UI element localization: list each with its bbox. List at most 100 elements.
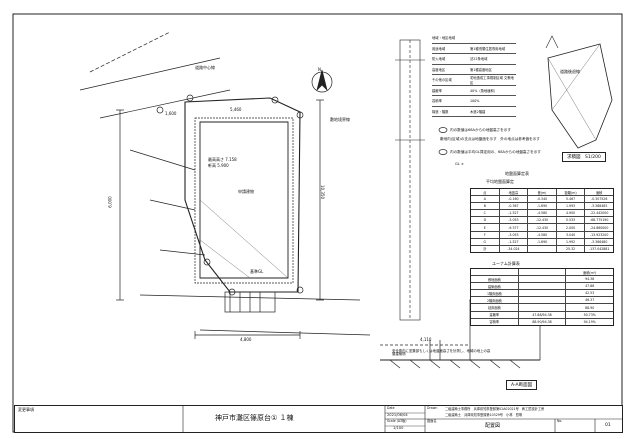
eave-height-label: 軒高 5.900 bbox=[208, 163, 229, 168]
table-cell: -4.580 bbox=[528, 231, 557, 238]
table-cell bbox=[519, 269, 567, 276]
table-cell: 88.90 bbox=[585, 305, 595, 310]
info-row: 防火地域法22条地域 bbox=[432, 54, 516, 65]
info-row: 地域・地区地域 bbox=[432, 33, 516, 44]
table-cell bbox=[528, 245, 557, 252]
table-cell: G bbox=[471, 238, 500, 245]
table-cell: -22.442000 bbox=[589, 211, 609, 216]
road-label: 道路中心線 bbox=[195, 65, 215, 70]
table-cell: E bbox=[471, 224, 500, 231]
table-cell: 距離(m) bbox=[557, 189, 586, 196]
info-row: 高度地区第1種高度地区 bbox=[432, 65, 516, 75]
table-cell: -0.340 bbox=[528, 196, 557, 203]
table-cell: -1.690 bbox=[528, 203, 557, 210]
table-cell: 50.73% bbox=[583, 312, 596, 317]
table-cell: -4.580 bbox=[528, 210, 557, 217]
table-cell: -12.430 bbox=[528, 224, 557, 231]
date-label: Date bbox=[387, 406, 395, 410]
legend-item-3: 内の数値は平均GL算定用の、68Aからの地盤高さを示す bbox=[450, 150, 541, 154]
scale-value: 1/100 bbox=[393, 425, 404, 430]
table-cell: 1.992 bbox=[557, 238, 586, 245]
table-cell: -3.053 bbox=[500, 217, 529, 224]
table-cell: -0.367 bbox=[500, 203, 529, 210]
table-cell: C bbox=[471, 210, 500, 217]
table-cell: 5.467 bbox=[557, 196, 586, 203]
area-table-title: ユーナム計算表 bbox=[492, 261, 520, 266]
table-cell: -68.775190 bbox=[589, 218, 609, 223]
table-cell: 建築面積 bbox=[471, 283, 519, 290]
key-plan bbox=[545, 35, 613, 149]
table-cell: 点 bbox=[471, 189, 500, 196]
table-row: 2階床面積 46.37 bbox=[471, 297, 613, 305]
table-cell: 46.37 bbox=[585, 298, 595, 303]
drawing-label: 図面名 bbox=[427, 419, 437, 423]
no-label: No. bbox=[557, 419, 563, 423]
table-cell: -1.527 bbox=[500, 210, 529, 217]
table-cell: -0.160 bbox=[500, 196, 529, 203]
table-cell: 3.040 bbox=[557, 231, 586, 238]
table-cell: 2階床面積 bbox=[471, 297, 519, 304]
legend-note: GL ± bbox=[455, 162, 464, 166]
table-cell bbox=[519, 297, 567, 304]
date-value: 2021/06/04 bbox=[387, 412, 408, 417]
table-cell: 4.900 bbox=[557, 210, 586, 217]
dim-left: 6,000 bbox=[107, 196, 113, 208]
legend-item-2: 敷地内(区域)の支点は地盤面を示す 外の地点は参考値を示す bbox=[440, 137, 540, 141]
table-cell: 延床面積 bbox=[471, 304, 519, 311]
table-row: 建築面積 47.88 bbox=[471, 283, 613, 291]
table-cell: -1.690 bbox=[528, 238, 557, 245]
table-cell: 47.88 bbox=[585, 284, 595, 289]
drawn-label: Drawn bbox=[427, 406, 438, 410]
hatch-note: 安全角内に密集部もしくは地盤面高さを計測し、地域の地上の高層建築物 bbox=[392, 349, 491, 357]
table-cell: -3.053 bbox=[500, 231, 529, 238]
table-row: 延床面積 88.90 bbox=[471, 304, 613, 312]
table-cell: -0.307526 bbox=[590, 197, 608, 202]
table-cell: 地盤高 bbox=[500, 189, 529, 196]
table-cell: -24.860000 bbox=[589, 225, 609, 230]
table-cell: -13.923200 bbox=[589, 232, 609, 237]
table-header: 点地盤高差(m)距離(m)面積 bbox=[471, 189, 613, 197]
table-cell bbox=[519, 290, 567, 297]
table-cell: 88.90/94.38 bbox=[519, 318, 567, 325]
table-cell: D bbox=[471, 217, 500, 224]
table-cell: -9.377 bbox=[500, 224, 529, 231]
site-boundary-label: 敷地境界線 bbox=[330, 117, 350, 122]
key-plan-title: 求積図 S1/200 bbox=[562, 152, 606, 162]
revision-label: 変更事項 bbox=[18, 407, 34, 412]
title-block-grid bbox=[182, 406, 622, 432]
table-cell: -3.368485 bbox=[590, 204, 608, 209]
legend-item-1: 内の数値は68Aからの地盤高さを示す bbox=[450, 128, 511, 132]
table-cell bbox=[519, 304, 567, 311]
table-cell: 面積 bbox=[595, 190, 603, 195]
table-cell: 25.32 bbox=[557, 245, 586, 252]
table-cell: -137.042881 bbox=[588, 246, 610, 251]
height-max-label: 最高高さ 7.158 bbox=[208, 157, 237, 162]
calc-table-title: 平均地盤面算定 bbox=[486, 179, 514, 184]
table-header: 面積(m²) bbox=[471, 269, 613, 277]
dim-a: 5,460 bbox=[230, 107, 242, 112]
office-line1: 二級建築士事務所 兵庫県知事登録第02A02021号 ㈱工匠設計工房 bbox=[445, 407, 545, 411]
project-name: 神戸市灘区篠原台① １棟 bbox=[215, 414, 294, 422]
table-cell: B bbox=[471, 203, 500, 210]
table-cell: 敷地面積 bbox=[471, 276, 519, 283]
north-label: N bbox=[318, 67, 321, 72]
office-line2: 二級建築士 兵庫県知事登録第10329号 小林 哲明 bbox=[445, 413, 523, 417]
table-cell: 面積(m²) bbox=[583, 270, 597, 275]
table-cell: 2.000 bbox=[557, 224, 586, 231]
table-cell: 1.993 bbox=[557, 203, 586, 210]
table-cell: 42.53 bbox=[585, 291, 595, 296]
table-cell: 94.38 bbox=[585, 277, 595, 282]
road-right-label: 道路後退線 bbox=[560, 69, 580, 74]
table-row: 敷地面積 94.38 bbox=[471, 276, 613, 284]
